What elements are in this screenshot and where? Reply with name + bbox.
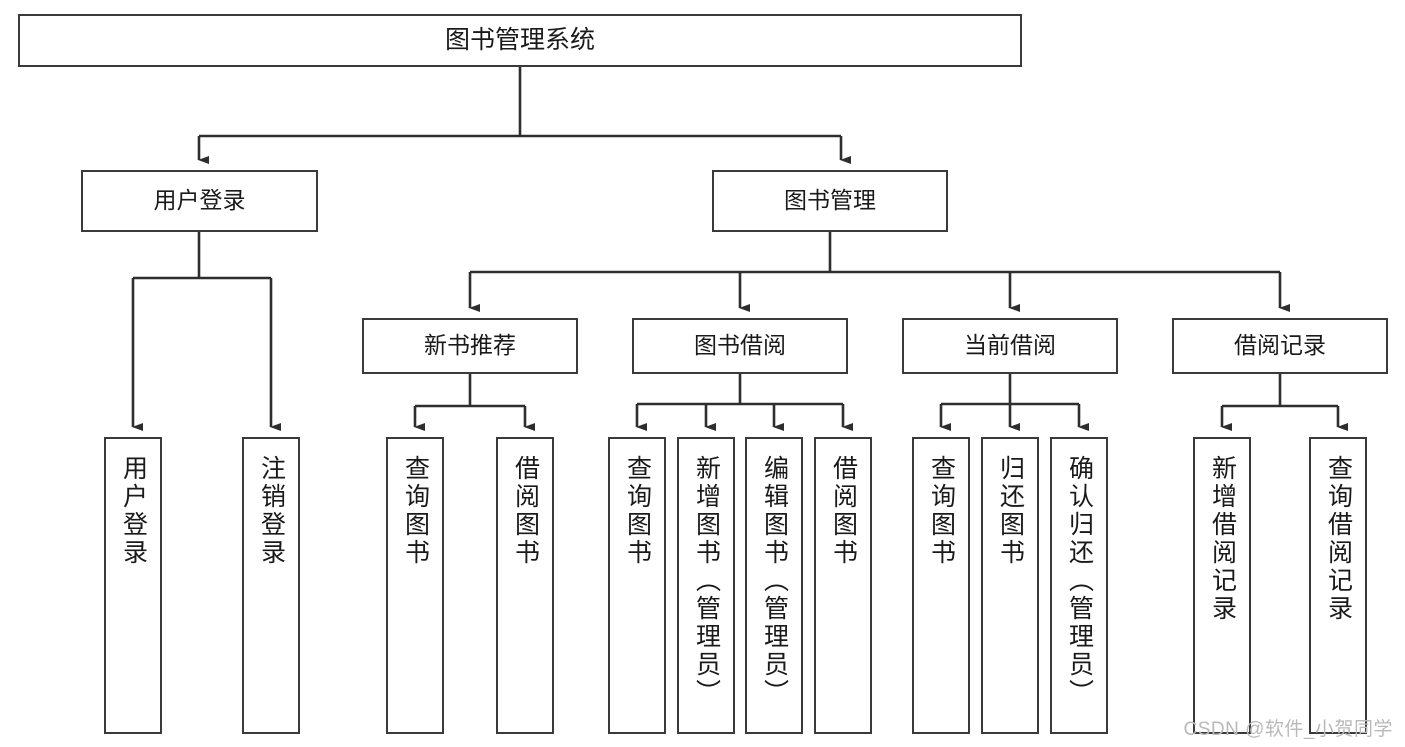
node-user-login[interactable]: 用户登录 — [81, 170, 318, 232]
node-book-borrow[interactable]: 图书借阅 — [632, 318, 848, 374]
leaf-query-book-1[interactable]: 查询图书 — [386, 437, 444, 734]
node-label: 借阅记录 — [1234, 332, 1326, 359]
node-root-system[interactable]: 图书管理系统 — [18, 14, 1022, 67]
node-borrow-record[interactable]: 借阅记录 — [1172, 318, 1388, 374]
node-label: 用户登录 — [119, 455, 148, 567]
node-label: 查询图书 — [623, 455, 652, 567]
leaf-confirm-return[interactable]: 确认归还（管理员） — [1050, 437, 1108, 734]
leaf-borrow-book-2[interactable]: 借阅图书 — [814, 437, 872, 734]
node-label: 当前借阅 — [964, 332, 1056, 359]
node-label: 图书借阅 — [694, 332, 786, 359]
node-label: 归还图书 — [996, 455, 1025, 567]
node-label: 借阅图书 — [511, 455, 540, 567]
leaf-query-book-3[interactable]: 查询图书 — [912, 437, 970, 734]
leaf-add-record[interactable]: 新增借阅记录 — [1193, 437, 1251, 734]
node-label: 查询借阅记录 — [1324, 455, 1353, 623]
node-label: 用户登录 — [153, 187, 246, 214]
node-label: 编辑图书（管理员） — [760, 455, 789, 707]
node-new-book-recommend[interactable]: 新书推荐 — [362, 318, 578, 374]
leaf-user-login[interactable]: 用户登录 — [104, 437, 162, 734]
node-label: 图书管理系统 — [444, 25, 595, 54]
node-label: 图书管理 — [784, 187, 876, 214]
node-label: 新书推荐 — [424, 332, 516, 359]
node-label: 确认归还（管理员） — [1065, 455, 1094, 707]
leaf-borrow-book-1[interactable]: 借阅图书 — [496, 437, 554, 734]
leaf-query-record[interactable]: 查询借阅记录 — [1309, 437, 1367, 734]
node-book-manage[interactable]: 图书管理 — [712, 170, 948, 232]
leaf-add-book[interactable]: 新增图书（管理员） — [677, 437, 735, 734]
node-label: 新增图书（管理员） — [692, 455, 721, 707]
node-label: 借阅图书 — [829, 455, 858, 567]
leaf-logout[interactable]: 注销登录 — [242, 437, 300, 734]
node-label: 新增借阅记录 — [1208, 455, 1237, 623]
leaf-query-book-2[interactable]: 查询图书 — [608, 437, 666, 734]
node-label: 注销登录 — [257, 455, 286, 567]
node-label: 查询图书 — [401, 455, 430, 567]
leaf-return-book[interactable]: 归还图书 — [981, 437, 1039, 734]
node-label: 查询图书 — [927, 455, 956, 567]
node-current-borrow[interactable]: 当前借阅 — [902, 318, 1118, 374]
leaf-edit-book[interactable]: 编辑图书（管理员） — [745, 437, 803, 734]
